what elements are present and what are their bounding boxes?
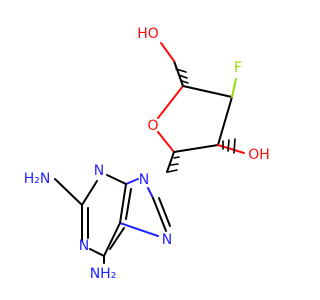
bond-c2-c1 xyxy=(173,144,219,153)
molecular-structure-diagram: HO F O OH N N N N H₂N NH₂ xyxy=(24,26,270,282)
bond-c4-n9 xyxy=(125,178,139,185)
bond-c5-c4 xyxy=(119,183,127,224)
bond-n7-c5 xyxy=(119,222,159,237)
bond-c4-ch2 xyxy=(173,60,184,87)
bond-c1-o xyxy=(157,131,175,153)
atom-label-n-imidazole: N xyxy=(162,232,172,248)
bond-c3-f xyxy=(231,78,237,98)
stereo-hash-c4 xyxy=(175,68,189,84)
bond-o-c4 xyxy=(157,85,184,119)
bond-n9-c8 xyxy=(147,187,154,199)
atom-label-hydroxyl-right: OH xyxy=(248,147,270,163)
bond-n1-c6 xyxy=(89,248,105,257)
atom-label-n-left-ring: N xyxy=(79,238,89,254)
atom-label-amine-left: H₂N xyxy=(24,171,51,187)
bond-c4-c5-inner xyxy=(125,188,132,220)
stereo-hash-c1 xyxy=(167,156,180,173)
bond-c3-c2 xyxy=(217,96,233,146)
bond-c6-c5-double xyxy=(109,227,125,250)
atom-label-ring-oxygen: O xyxy=(147,118,158,134)
bond-ch2-oh xyxy=(160,42,175,62)
atom-label-hydroxyl-top: HO xyxy=(137,26,159,42)
bond-c6-c5 xyxy=(103,222,121,257)
stereo-hash-c2 xyxy=(222,138,236,154)
bond-c1-n9 xyxy=(166,151,175,173)
bond-n3-c2 xyxy=(81,180,98,206)
bond-c2-nh2 xyxy=(54,178,83,206)
atom-label-n-top-ring: N xyxy=(94,163,104,179)
atom-label-fluorine: F xyxy=(234,60,242,76)
bond-c8-n7-double xyxy=(158,197,171,227)
atom-label-amine-bottom: NH₂ xyxy=(90,266,117,282)
bond-c8-n7 xyxy=(152,197,167,232)
atom-label-n9: N xyxy=(139,172,149,188)
bond-c2-oh xyxy=(217,144,245,154)
bond-c4-c3 xyxy=(182,85,233,98)
bond-c4-n3 xyxy=(106,174,127,185)
